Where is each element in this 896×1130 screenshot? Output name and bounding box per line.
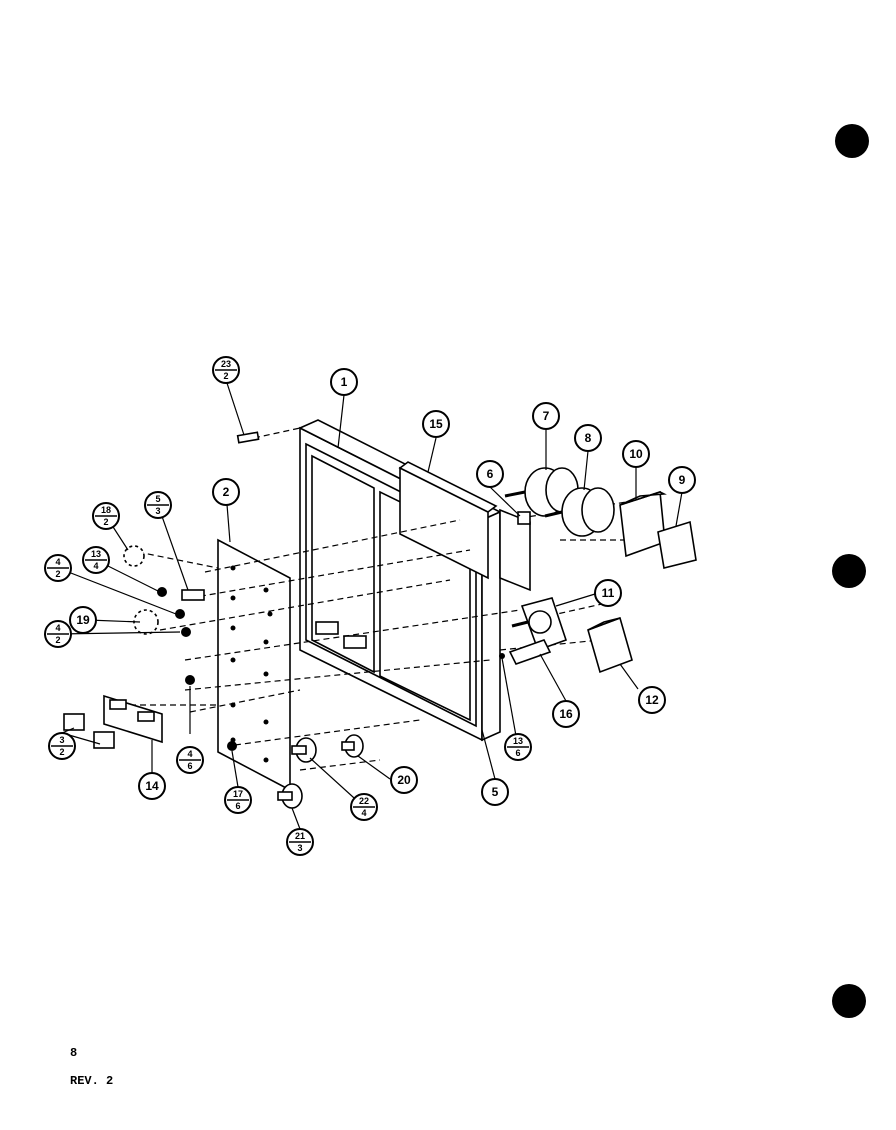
spacer-5	[181, 589, 205, 601]
callout-fraction-bottom: 4	[361, 808, 366, 818]
callout-6-circle	[476, 460, 504, 488]
callout-fraction-bottom: 4	[93, 561, 98, 571]
callout-20-circle	[390, 766, 418, 794]
callout-8-circle	[574, 424, 602, 452]
fasteners	[123, 431, 505, 809]
right-slot	[343, 635, 367, 649]
binder-hole-top-icon	[835, 124, 869, 158]
gasket-top	[398, 461, 498, 513]
callout-fraction-top: 4	[55, 557, 60, 567]
screw-4-6	[185, 675, 195, 685]
switch-3a	[63, 713, 85, 731]
switch-box-8	[657, 520, 697, 569]
backing-plate	[217, 538, 291, 792]
callout-2-circle	[212, 478, 240, 506]
callout-9-label: 9	[679, 473, 686, 487]
callout-fraction-bottom: 2	[223, 371, 228, 381]
callout-fraction-top: 22	[359, 796, 369, 806]
callout-fraction-top: 3	[59, 735, 64, 745]
callout-15-label: 15	[429, 417, 443, 431]
callout-fraction-bottom: 6	[187, 761, 192, 771]
callout-fraction-top: 17	[233, 789, 243, 799]
screw-13-6	[499, 653, 505, 659]
callout-1-circle	[330, 368, 358, 396]
callout-11-circle	[594, 579, 622, 607]
callout-7-circle	[532, 402, 560, 430]
motor-assembly	[504, 467, 615, 537]
binder-hole-middle-icon	[832, 554, 866, 588]
callout-fraction-top: 4	[187, 749, 192, 759]
callout-fraction-bottom: 2	[59, 747, 64, 757]
left-window	[311, 454, 375, 674]
switch-11-top	[587, 617, 621, 631]
callout-fraction-top: 13	[513, 736, 523, 746]
callout-10-circle	[622, 440, 650, 468]
callout-19-label: 19	[76, 613, 90, 627]
callout-9-circle	[668, 466, 696, 494]
callout-fraction-top: 4	[55, 623, 60, 633]
callout-fraction-bottom: 3	[297, 843, 302, 853]
callout-fraction-bottom: 3	[155, 506, 160, 516]
binder-hole-bottom-icon	[832, 984, 866, 1018]
callout-1-label: 1	[341, 375, 348, 389]
switch-3b	[93, 731, 115, 749]
callout-20-label: 20	[397, 773, 411, 787]
callout-6-label: 6	[487, 467, 494, 481]
callout-8-label: 8	[585, 431, 592, 445]
left-slot	[315, 621, 339, 635]
callout-12-label: 12	[645, 693, 659, 707]
screw-4b	[181, 627, 191, 637]
callout-fraction-top: 13	[91, 549, 101, 559]
callout-fraction-top: 23	[221, 359, 231, 369]
callout-16-label: 16	[559, 707, 573, 721]
screw-23	[236, 431, 260, 444]
callout-fraction-bottom: 6	[515, 748, 520, 758]
callout-fraction-bottom: 2	[103, 517, 108, 527]
callout-2-label: 2	[223, 485, 230, 499]
callout-10-label: 10	[629, 447, 643, 461]
callout-19-circle	[69, 606, 97, 634]
callout-5-circle	[481, 778, 509, 806]
screw-17	[227, 741, 237, 751]
bracket-clip	[517, 511, 531, 525]
screw-13	[157, 587, 167, 597]
callout-12-circle	[638, 686, 666, 714]
callout-fraction-bottom: 6	[235, 801, 240, 811]
callout-11-label: 11	[602, 586, 615, 600]
callout-7-label: 7	[543, 409, 550, 423]
callout-5-label: 5	[492, 785, 499, 799]
leader-lines	[57, 379, 683, 830]
callout-14-label: 14	[145, 779, 159, 793]
callout-16-circle	[552, 700, 580, 728]
grommet-18	[123, 545, 145, 567]
bracket-16	[508, 639, 552, 665]
callout-fraction-bottom: 2	[55, 635, 60, 645]
switch-box-9-top	[619, 491, 667, 506]
callout-fraction-bottom: 2	[55, 569, 60, 579]
callout-fraction-top: 18	[101, 505, 111, 515]
binder-holes	[832, 124, 869, 1018]
callout-fraction-top: 5	[155, 494, 160, 504]
page-number: 8	[70, 1046, 78, 1060]
callout-15-circle	[422, 410, 450, 438]
screw-4a	[175, 609, 185, 619]
callout-fraction-top: 21	[295, 831, 305, 841]
revision-label: REV. 2	[70, 1074, 114, 1088]
plate-body	[217, 538, 291, 792]
callout-14-circle	[138, 772, 166, 800]
